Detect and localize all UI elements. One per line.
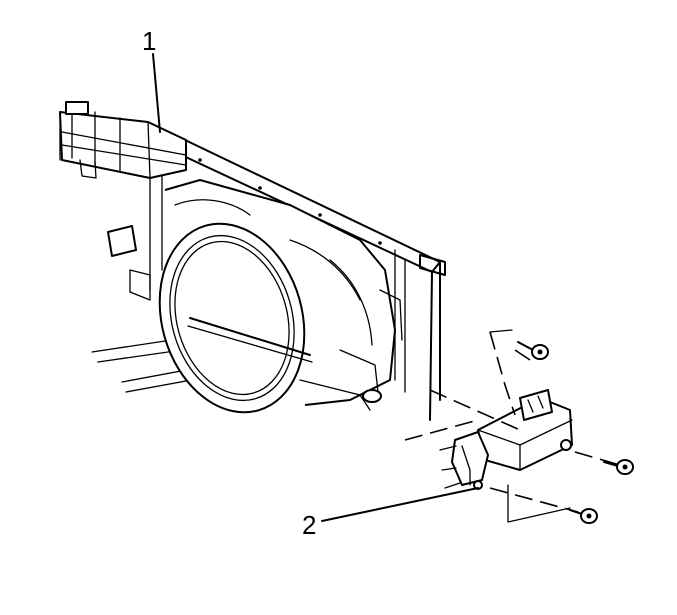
exploded-view-dashed-lines [404,329,621,523]
callout-2-leader [321,487,479,522]
bolt-lower [569,508,598,524]
bolt-upper [517,341,549,360]
fan-shroud [158,179,403,414]
callout-1-label: 1 [142,26,157,56]
radiator-support-frame [107,127,446,421]
coolant-reservoir [59,101,187,179]
callout-2-label: 2 [302,510,317,540]
callout-1-leader [152,53,161,133]
cooling-fan-module-bracket [439,389,573,490]
bolt-right [603,459,634,475]
